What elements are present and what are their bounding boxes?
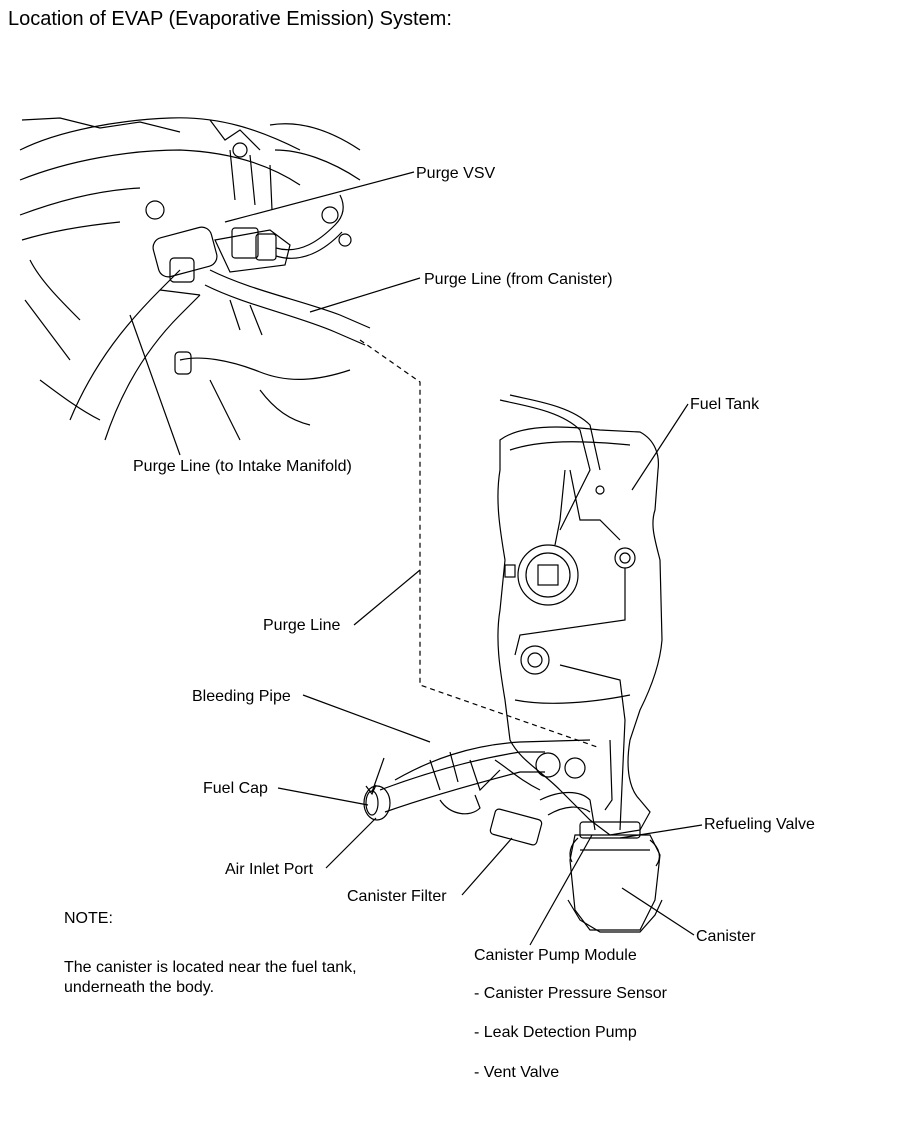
label-refueling-valve: Refueling Valve [704, 816, 815, 833]
leader-canister-filter [461, 837, 513, 896]
filler-pipe-illustration [363, 739, 596, 846]
label-purge-line: Purge Line [263, 617, 341, 634]
label-air-inlet-port: Air Inlet Port [225, 861, 314, 878]
canister-illustration [567, 821, 663, 933]
leader-air-inlet-port [325, 817, 377, 869]
purge-line-dashed [359, 339, 601, 749]
label-canister: Canister [696, 928, 756, 945]
leader-purge-line-from-canister [309, 277, 421, 313]
label-bleeding-pipe: Bleeding Pipe [192, 688, 291, 705]
leader-purge-line-to-intake [129, 314, 181, 456]
pump-part-leak-detection-pump: - Leak Detection Pump [474, 1024, 637, 1041]
label-purge-line-from-canister: Purge Line (from Canister) [424, 271, 613, 288]
label-fuel-tank: Fuel Tank [690, 396, 760, 413]
leader-canister [621, 887, 695, 936]
leader-purge-line [353, 569, 421, 626]
fuel-tank-illustration [497, 394, 663, 836]
leader-fuel-tank [631, 403, 689, 491]
pump-part-vent-valve: - Vent Valve [474, 1064, 560, 1081]
leader-canister-pump-module [529, 834, 593, 946]
note-heading: NOTE: [64, 910, 113, 927]
page-title: Location of EVAP (Evaporative Emission) … [8, 8, 452, 30]
label-canister-filter: Canister Filter [347, 888, 447, 905]
leader-refueling-valve [619, 824, 703, 839]
arrow-indicator [371, 757, 385, 793]
label-fuel-cap: Fuel Cap [203, 780, 268, 797]
leader-bleeding-pipe [302, 694, 431, 743]
leader-fuel-cap [277, 787, 369, 806]
note-text: The canister is located near the fuel ta… [64, 959, 357, 996]
leader-purge-vsv [224, 171, 415, 223]
label-purge-line-to-intake: Purge Line (to Intake Manifold) [133, 458, 352, 475]
pump-part-pressure-sensor: - Canister Pressure Sensor [474, 985, 667, 1002]
engine-bay-illustration [19, 117, 371, 441]
label-canister-pump-module: Canister Pump Module [474, 947, 637, 964]
label-purge-vsv: Purge VSV [416, 165, 496, 182]
